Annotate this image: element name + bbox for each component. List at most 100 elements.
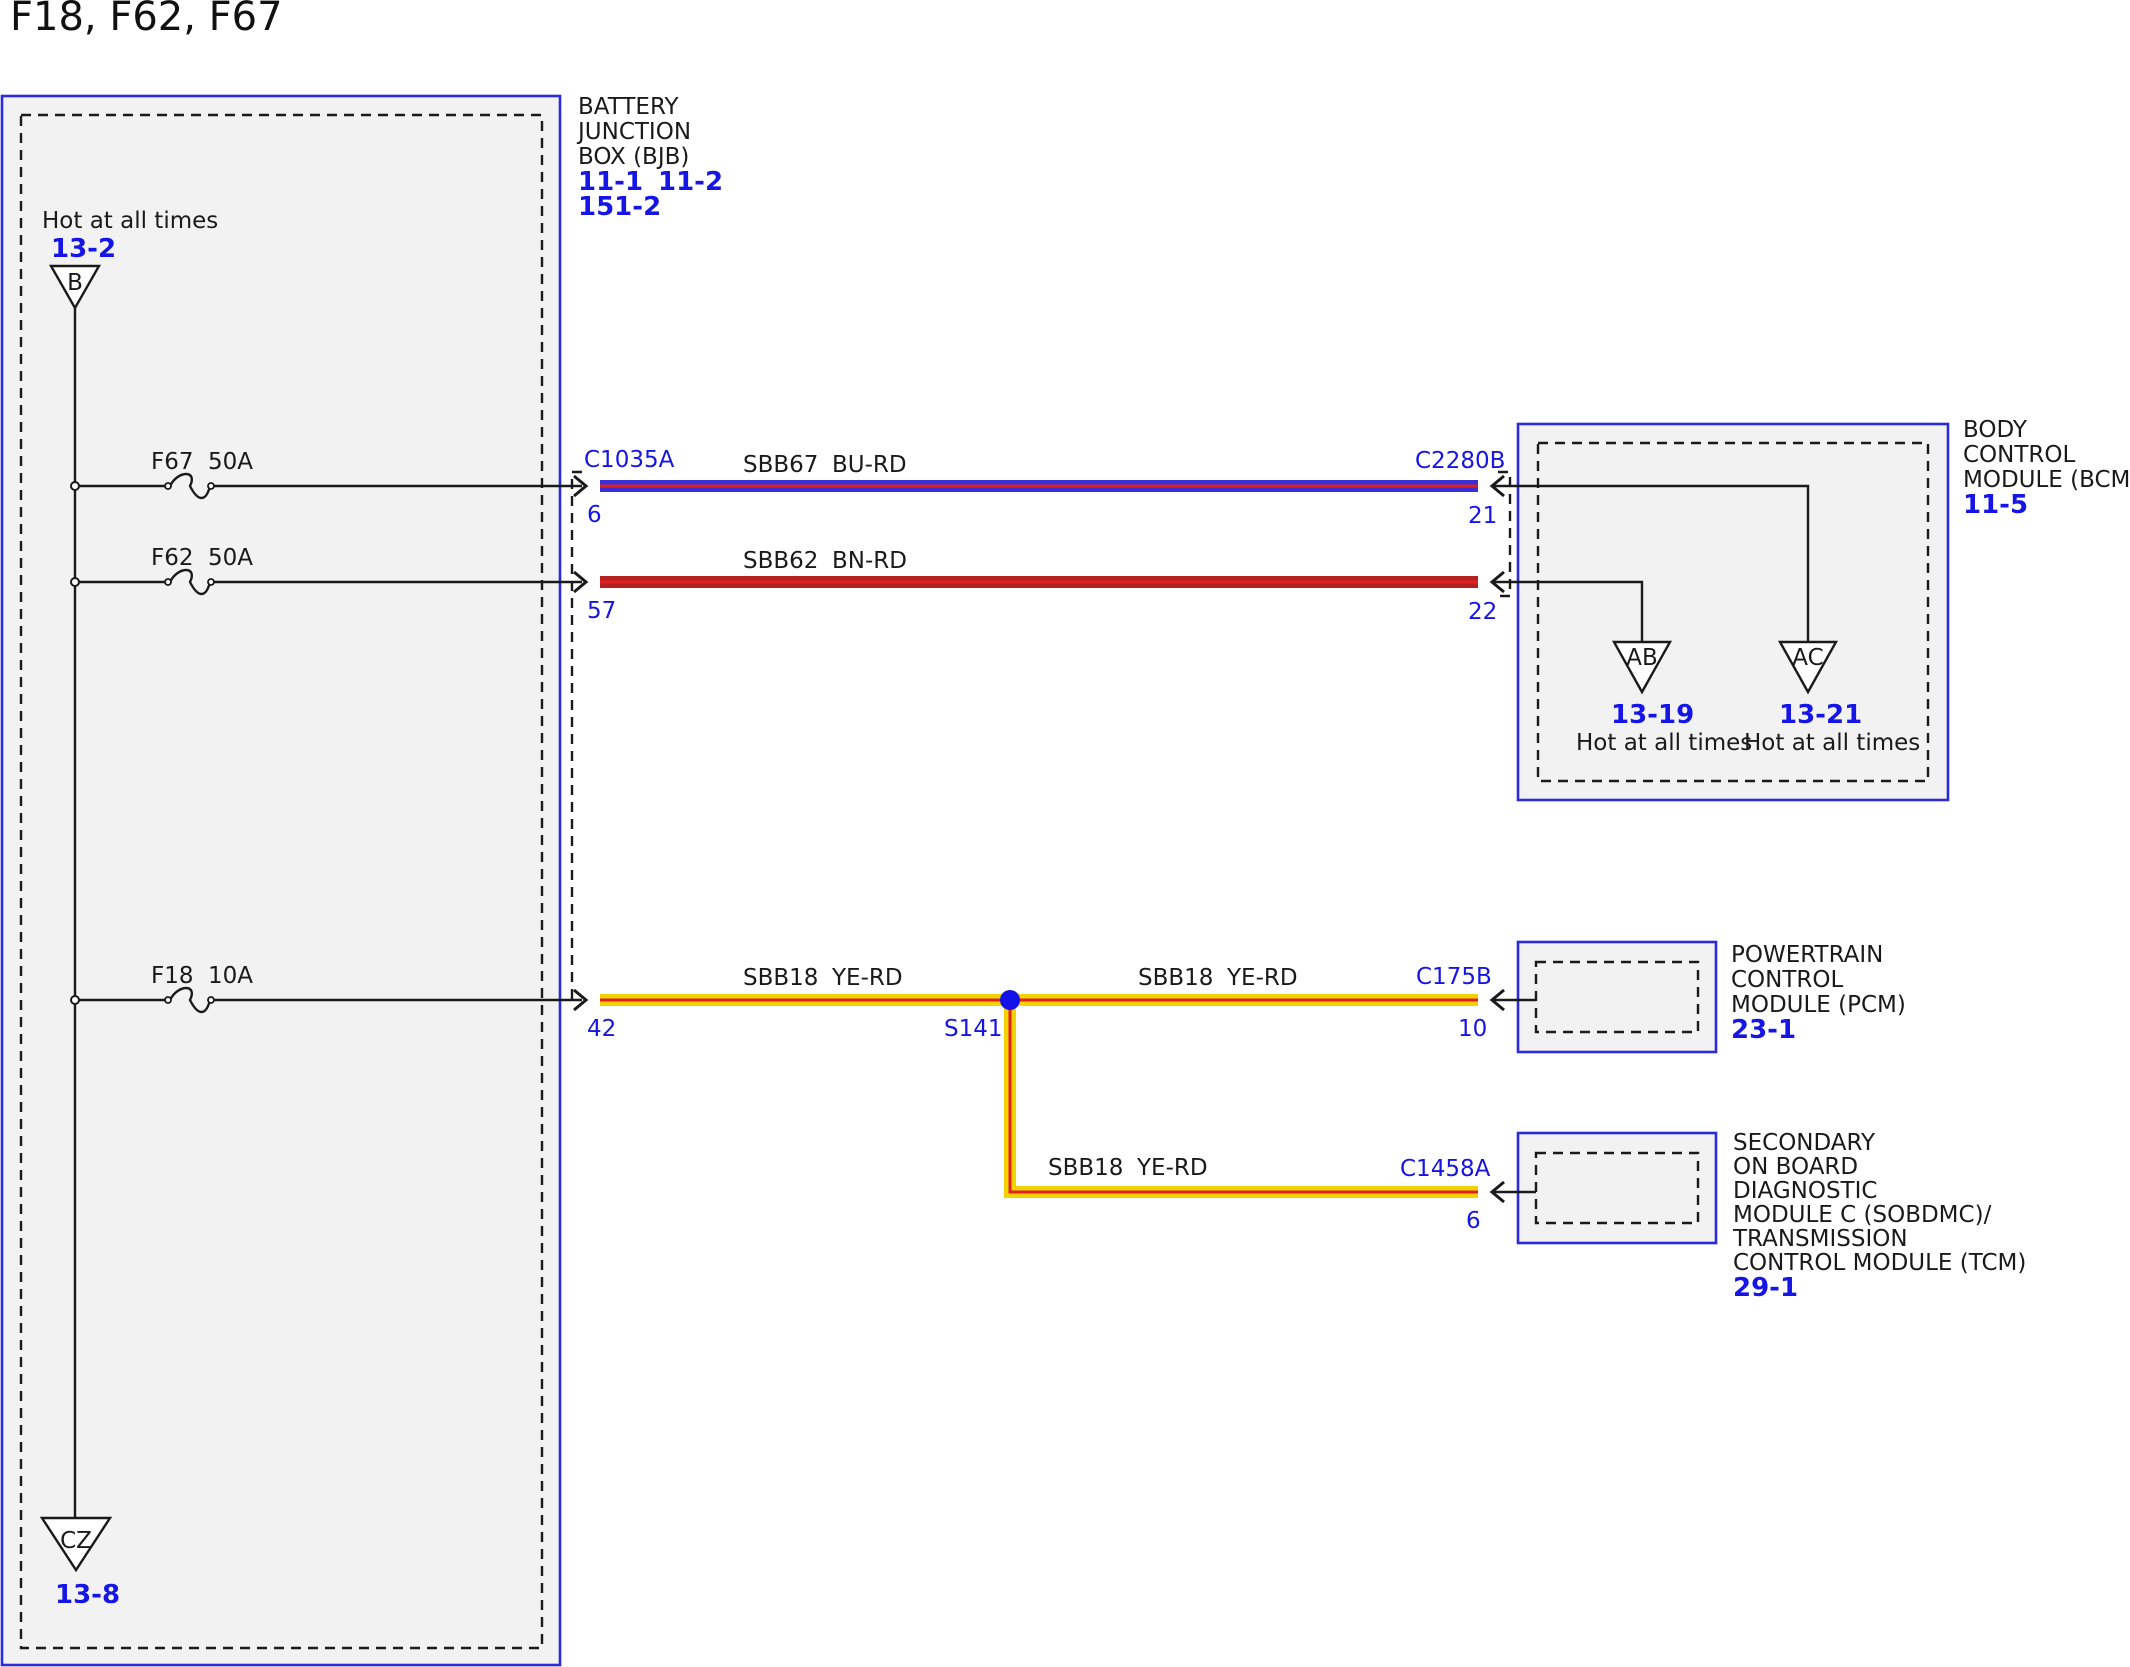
powertrain-control-module	[1516, 940, 1718, 1054]
tcm-ref[interactable]: 29-1	[1733, 1273, 1798, 1303]
fuse-terminal-dot	[207, 482, 215, 490]
fuse-rating: 50A	[208, 449, 253, 475]
battery-junction-box	[0, 94, 562, 1667]
c1458a-pin: 6	[1466, 1208, 1481, 1234]
splice-name: S141	[944, 1016, 1003, 1042]
tcm-outer-border	[1516, 1131, 1718, 1245]
transmission-control-module	[1516, 1131, 1718, 1245]
connector-arrow-icon	[1489, 570, 1505, 594]
bus-junction-dot	[70, 481, 80, 491]
wire-sbb18-feed[interactable]	[600, 994, 1010, 1006]
cz-terminal: CZ	[60, 1528, 92, 1554]
tcm-name-line: TRANSMISSION	[1732, 1226, 1908, 1252]
hot-source-terminal: B	[67, 270, 83, 296]
bjb-name-line: BOX (BJB)	[578, 144, 689, 170]
tcm-name-line: CONTROL MODULE (TCM)	[1733, 1250, 2026, 1276]
wire-circuit-label: SBB62	[743, 548, 818, 574]
wire-color-label: YE-RD	[1226, 965, 1298, 991]
wire-color-label: YE-RD	[1136, 1155, 1208, 1181]
wire-circuit-label: SBB67	[743, 452, 818, 478]
bcm-internal-wire	[1494, 484, 1810, 642]
c1035a-connector-outline	[570, 470, 582, 1002]
c2280b-connector-name[interactable]: C2280B	[1415, 448, 1505, 474]
ac-terminal-symbol	[1777, 640, 1839, 695]
fuse-rating: 10A	[208, 963, 253, 989]
connector-arrow-icon	[1489, 988, 1505, 1012]
bcm-output-terminal: AC	[1792, 645, 1823, 671]
connector-arrow-icon	[573, 570, 589, 594]
diagram-title: F18, F62, F67	[10, 0, 283, 40]
c1035a-pin: 42	[587, 1016, 616, 1042]
wire-sbb18-pcm[interactable]	[1010, 994, 1478, 1006]
bjb-outer-border	[0, 94, 562, 1667]
c1035a-connector-name[interactable]: C1035A	[584, 447, 675, 473]
hot-source-ref[interactable]: 13-2	[51, 234, 116, 264]
fuse-row-f18: F18 10A	[70, 963, 589, 1014]
splice-dot[interactable]	[1000, 990, 1020, 1010]
bus-junction-dot	[70, 995, 80, 1005]
pcm-inner-border	[1534, 960, 1700, 1034]
fuse-name: F67	[151, 449, 194, 475]
fuse-row-f67: F67 50A	[70, 449, 589, 500]
c2280b-connector-outline	[1498, 470, 1512, 598]
wire-sbb18-tcm[interactable]	[1004, 1000, 1478, 1198]
bjb-ref[interactable]: 11-1	[578, 167, 643, 197]
fuse-terminal-dot	[207, 996, 215, 1004]
fuse-row-f62: F62 50A	[70, 545, 589, 596]
bjb-label: BATTERY JUNCTION BOX (BJB) 11-1 11-2 151…	[576, 94, 723, 222]
bcm-name-line: BODY	[1963, 417, 2028, 443]
ab-terminal-symbol	[1611, 640, 1673, 695]
wire-sbb62[interactable]	[600, 576, 1478, 588]
pcm-name-line: POWERTRAIN	[1731, 942, 1883, 968]
tcm-name-line: DIAGNOSTIC	[1733, 1178, 1877, 1204]
pcm-outer-border	[1516, 940, 1718, 1054]
fuse-icon	[168, 568, 212, 596]
bcm-output-ref[interactable]: 13-21	[1779, 700, 1862, 730]
wire-color-label: BN-RD	[832, 548, 907, 574]
bcm-output-ref[interactable]: 13-19	[1611, 700, 1694, 730]
bcm-output-terminal: AB	[1626, 645, 1658, 671]
fuse-icon	[168, 986, 212, 1014]
bcm-name-line: CONTROL	[1963, 442, 2076, 468]
c175b-pin: 10	[1458, 1016, 1487, 1042]
bjb-inner-border	[19, 113, 544, 1650]
hot-source-terminal-symbol	[48, 264, 102, 311]
bcm-label: BODY CONTROL MODULE (BCM) 11-5	[1963, 417, 2130, 520]
connector-arrow-icon	[573, 988, 589, 1012]
cz-ref[interactable]: 13-8	[55, 1580, 120, 1610]
fuse-rating: 50A	[208, 545, 253, 571]
c175b-connector-name[interactable]: C175B	[1416, 964, 1492, 990]
tcm-name-line: ON BOARD	[1733, 1154, 1858, 1180]
bcm-output-label: Hot at all times	[1744, 730, 1920, 756]
pcm-name-line: MODULE (PCM)	[1731, 992, 1906, 1018]
bcm-ref[interactable]: 11-5	[1963, 490, 2028, 520]
tcm-name-line: SECONDARY	[1733, 1130, 1876, 1156]
wire-stripe	[1008, 1000, 1478, 1194]
tcm-inner-border	[1534, 1151, 1700, 1225]
wire-circuit-label: SBB18	[1138, 965, 1213, 991]
bcm-inner-border	[1536, 441, 1930, 783]
c1035a-pin: 6	[587, 502, 602, 528]
pcm-label: POWERTRAIN CONTROL MODULE (PCM) 23-1	[1731, 942, 1906, 1045]
c1458a-connector-name[interactable]: C1458A	[1400, 1156, 1491, 1182]
wire-sbb67[interactable]	[600, 480, 1478, 492]
wire-color-label: YE-RD	[831, 965, 903, 991]
pcm-name-line: CONTROL	[1731, 967, 1844, 993]
bjb-ref[interactable]: 11-2	[658, 167, 723, 197]
fuse-name: F62	[151, 545, 194, 571]
bcm-output-label: Hot at all times	[1576, 730, 1752, 756]
bjb-ref[interactable]: 151-2	[578, 192, 661, 222]
bcm-name-line: MODULE (BCM)	[1963, 467, 2130, 493]
fuse-terminal-dot	[164, 482, 172, 490]
bcm-internal-wire	[1494, 580, 1644, 642]
tcm-label: SECONDARY ON BOARD DIAGNOSTIC MODULE C (…	[1732, 1130, 2026, 1303]
c2280b-pin: 22	[1468, 599, 1497, 625]
wire-circuit-label: SBB18	[1048, 1155, 1123, 1181]
pcm-ref[interactable]: 23-1	[1731, 1015, 1796, 1045]
connector-arrow-icon	[1489, 1180, 1505, 1204]
wire-circuit-label: SBB18	[743, 965, 818, 991]
c2280b-pin: 21	[1468, 503, 1497, 529]
hot-source-label: Hot at all times	[42, 208, 218, 234]
fuse-terminal-dot	[164, 996, 172, 1004]
